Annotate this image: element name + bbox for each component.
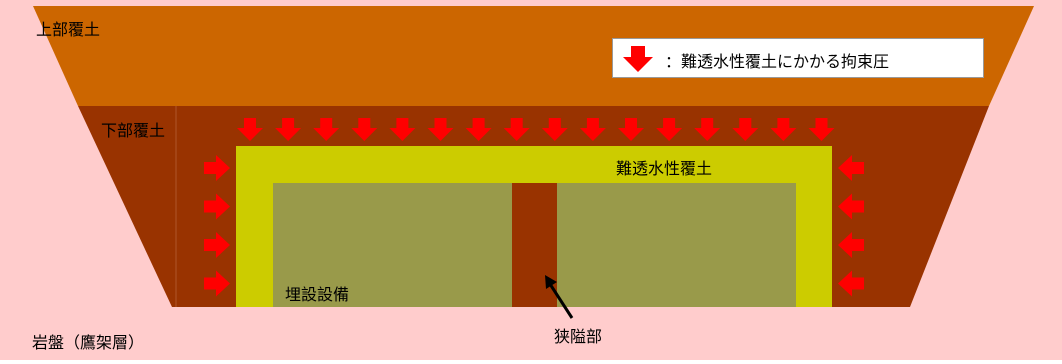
down-arrow-icon bbox=[579, 118, 606, 141]
down-arrow-icon bbox=[313, 118, 340, 141]
right-arrow-icon bbox=[204, 155, 230, 181]
down-arrow-icon bbox=[389, 118, 416, 141]
top-pressure-arrows bbox=[237, 118, 835, 141]
narrow-gap-region bbox=[512, 183, 557, 307]
buried-facility-right bbox=[557, 183, 796, 307]
lower-cover-label: 下部覆土 bbox=[101, 121, 166, 140]
down-arrow-icon bbox=[770, 118, 797, 141]
impermeable-cover-label: 難透水性覆土 bbox=[616, 159, 713, 178]
upper-cover-layer bbox=[33, 6, 1034, 106]
right-arrow-icon bbox=[204, 270, 230, 297]
down-arrow-icon bbox=[541, 118, 568, 141]
right-arrow-icon bbox=[204, 232, 230, 258]
buried-facility-left bbox=[273, 183, 512, 307]
down-arrow-icon bbox=[275, 118, 302, 141]
down-arrow-icon bbox=[623, 46, 653, 72]
narrow-gap-pointer-arrow bbox=[545, 275, 574, 319]
legend-label: ：難透水性覆土にかかる拘束圧 bbox=[665, 52, 890, 71]
down-arrow-icon bbox=[732, 118, 759, 141]
down-arrow-icon bbox=[694, 118, 721, 141]
down-arrow-icon bbox=[427, 118, 454, 141]
down-arrow-icon bbox=[656, 118, 683, 141]
left-arrow-icon bbox=[838, 193, 864, 220]
right-arrow-icon bbox=[204, 193, 230, 220]
down-arrow-icon bbox=[237, 118, 263, 141]
left-arrow-icon bbox=[838, 270, 864, 297]
right-pressure-arrows bbox=[838, 155, 864, 297]
left-arrow-icon bbox=[838, 232, 864, 258]
narrow-gap-label: 狭隘部 bbox=[554, 327, 603, 346]
buried-facility-label: 埋設設備 bbox=[285, 285, 350, 304]
down-arrow-icon bbox=[465, 118, 492, 141]
left-pressure-arrows bbox=[204, 155, 230, 297]
down-arrow-icon bbox=[618, 118, 644, 141]
bedrock-label: 岩盤（鷹架層） bbox=[32, 333, 145, 352]
down-arrow-icon bbox=[808, 118, 835, 141]
down-arrow-icon bbox=[351, 118, 378, 141]
down-arrow-icon bbox=[503, 118, 530, 141]
left-arrow-icon bbox=[838, 155, 864, 181]
upper-cover-label: 上部覆土 bbox=[36, 20, 101, 39]
legend-box: ：難透水性覆土にかかる拘束圧 bbox=[612, 38, 984, 78]
